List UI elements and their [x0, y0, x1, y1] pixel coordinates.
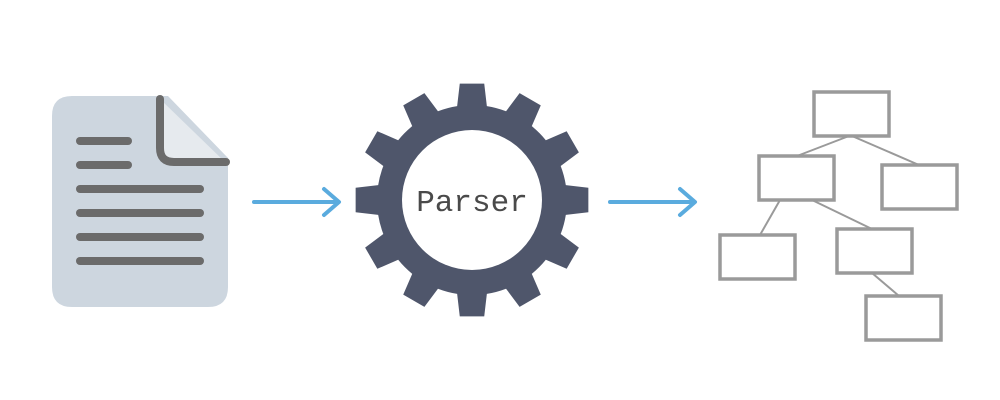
tree-edge	[811, 199, 873, 230]
document-body	[52, 96, 228, 307]
document-icon	[52, 95, 230, 307]
tree-nodes	[718, 90, 959, 342]
tree-edge	[759, 199, 781, 236]
document-fold-edge	[156, 95, 230, 166]
tree-node	[812, 90, 891, 138]
tree-node	[757, 154, 836, 202]
gear-icon: Parser	[355, 83, 589, 317]
document-fold	[160, 99, 225, 162]
arrow-right-icon	[252, 187, 341, 217]
parser-label: Parser	[416, 186, 528, 221]
document-text-lines	[76, 137, 204, 265]
tree-icon	[718, 90, 959, 342]
tree-node	[718, 233, 797, 281]
tree-node	[835, 227, 914, 275]
tree-edge	[796, 135, 850, 157]
tree-edge	[851, 135, 920, 166]
tree-node	[864, 294, 943, 342]
tree-node	[880, 163, 959, 211]
gear-center	[402, 130, 542, 270]
arrow-right-icon	[608, 187, 697, 217]
tree-edge	[871, 272, 900, 297]
tree-edges	[759, 135, 920, 297]
